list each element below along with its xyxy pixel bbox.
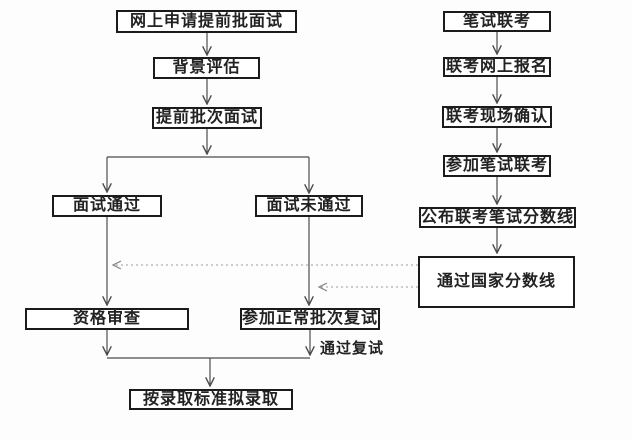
node-interview-pass: 面试通过 bbox=[52, 195, 162, 217]
node-qualification-review: 资格审查 bbox=[25, 308, 189, 330]
node-exam-confirm: 联考现场确认 bbox=[442, 106, 552, 128]
node-national-line: 通过国家分数线 bbox=[418, 256, 575, 308]
node-background-eval: 背景评估 bbox=[153, 57, 260, 79]
node-take-exam: 参加笔试联考 bbox=[443, 155, 551, 177]
node-exam-register: 联考网上报名 bbox=[443, 57, 551, 77]
node-online-apply: 网上申请提前批面试 bbox=[116, 10, 297, 33]
node-early-interview: 提前批次面试 bbox=[152, 107, 262, 129]
node-written-exam: 笔试联考 bbox=[443, 11, 551, 32]
edge-label-pass-retest: 通过复试 bbox=[320, 340, 385, 357]
node-admission: 按录取标准拟录取 bbox=[129, 389, 293, 410]
node-score-line: 公布联考笔试分数线 bbox=[419, 207, 576, 228]
node-normal-retest: 参加正常批次复试 bbox=[240, 308, 380, 330]
node-interview-fail: 面试未通过 bbox=[255, 195, 363, 217]
